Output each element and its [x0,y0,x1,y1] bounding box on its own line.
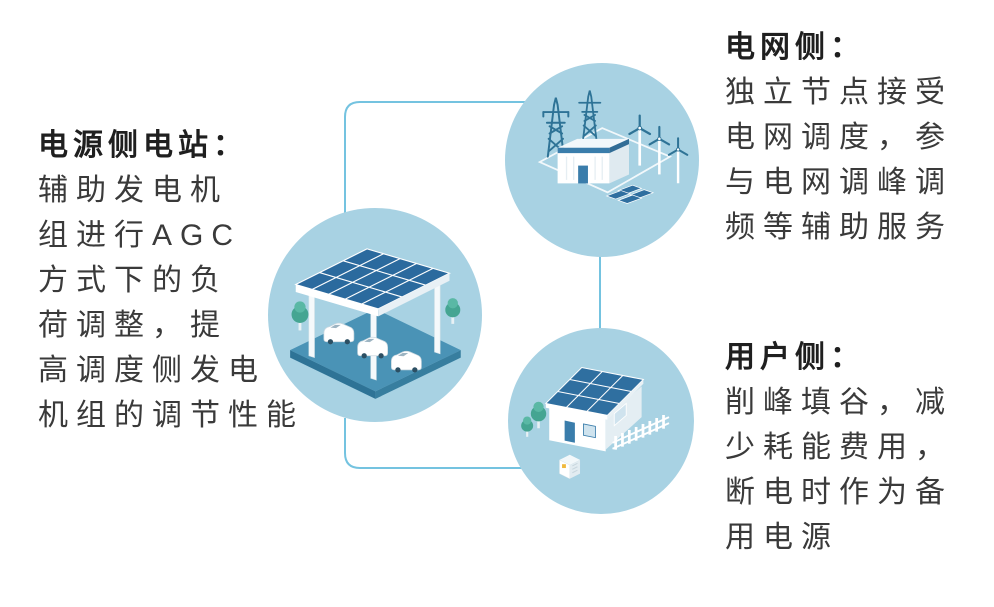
power-side-text-block: 电源侧电站： 辅助发电机 组进行AGC 方式下的负 荷调整，提 高调度侧发电 机… [38,123,304,438]
wind-turbine-icon [648,125,670,175]
tree-icon [291,300,308,330]
solar-carport-station-icon [289,247,461,399]
solar-house-icon [521,367,670,480]
factory-icon [557,138,629,184]
user-side-title: 用户侧： [725,341,865,374]
wind-turbine-icon [667,137,689,184]
wind-turbine-icon [628,114,651,166]
tree-icon [521,416,534,438]
transmission-tower-icon [577,90,602,142]
power-side-line: 辅助发电机 [38,174,228,207]
user-side-text-block: 用户侧： 削峰填谷，减 少耗能费用， 断电时作为备 用电源 [725,335,953,560]
solar-panel-array-icon [605,184,654,204]
power-side-line: 高调度侧发电 [38,354,266,387]
grid-side-line: 频等辅助服务 [725,211,953,244]
tree-icon [444,297,460,324]
user-side-line: 用电源 [725,521,839,554]
connector-power-to-grid [344,101,526,214]
power-station-circle [268,208,482,422]
power-side-line: 方式下的负 [38,264,228,297]
power-grid-icon [537,90,689,204]
power-side-line: 荷调整，提 [38,309,228,342]
ev-van-icon [323,322,354,344]
power-side-title: 电源侧电站： [38,129,248,162]
ev-van-icon [356,336,388,358]
user-side-line: 断电时作为备 [725,476,953,509]
grid-side-line: 与电网调峰调 [725,166,953,199]
grid-side-line: 独立节点接受 [725,76,953,109]
fence-icon [612,415,670,451]
tree-icon [531,402,547,429]
user-side-line: 少耗能费用， [725,431,953,464]
battery-unit-icon [559,455,581,480]
power-side-line: 组进行AGC [38,219,242,252]
user-side-line: 削峰填谷，减 [725,386,953,419]
connector-power-to-user [344,418,522,469]
ev-van-icon [390,350,422,372]
transmission-tower-icon [542,97,570,158]
user-side-circle [508,328,694,514]
grid-side-title: 电网侧： [725,31,865,64]
grid-side-text-block: 电网侧： 独立节点接受 电网调度，参 与电网调峰调 频等辅助服务 [725,25,953,250]
power-side-line: 机组的调节性能 [38,399,304,432]
grid-side-line: 电网调度，参 [725,121,953,154]
grid-side-circle [505,63,699,257]
